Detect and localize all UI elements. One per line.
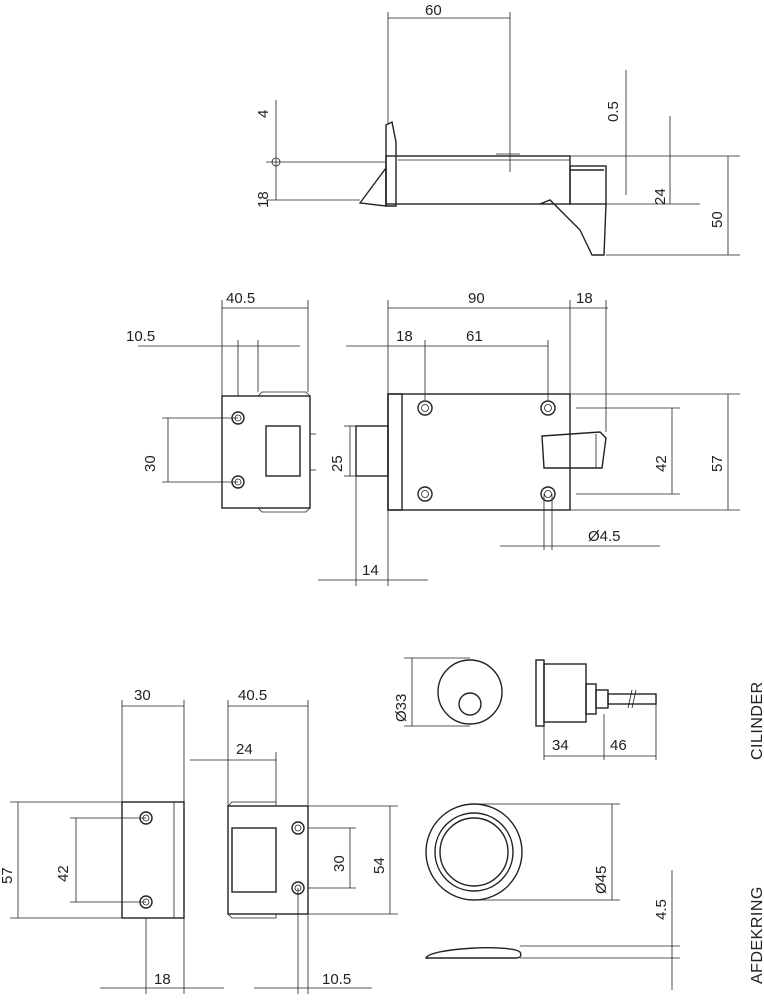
keeper-a-depth: 18 [154, 971, 171, 988]
rosette-label: AFDEKRING [749, 886, 764, 984]
front-dim-flange-depth: 14 [362, 562, 379, 579]
cylinder-body-length: 34 [552, 737, 569, 754]
front-dim-keeper-hole-spacing: 30 [142, 455, 159, 472]
keeper-a-height: 57 [0, 867, 16, 884]
front-dim-body-height: 57 [709, 455, 726, 472]
side-dim-upper-gap: 0.5 [605, 101, 622, 122]
keeper-a-hole-spacing: 42 [55, 865, 72, 882]
cylinder-tail-length: 46 [610, 737, 627, 754]
front-dim-hole-offset-left: 18 [396, 328, 413, 345]
front-dim-latch-projection: 18 [576, 290, 593, 307]
cylinder-label: CILINDER [749, 681, 764, 760]
rosette-thickness: 4.5 [653, 899, 670, 920]
cylinder-views: Ø33 34 46 [393, 657, 657, 760]
rosette-views: Ø45 4.5 [424, 803, 680, 990]
keeper-b-offset: 10.5 [322, 971, 351, 988]
front-view: 40.5 10.5 30 90 18 18 61 25 57 42 [126, 290, 740, 586]
front-dim-hole-diameter: Ø4.5 [588, 528, 621, 545]
front-dim-keeper-offset: 10.5 [126, 328, 155, 345]
cylinder-diameter: Ø33 [393, 694, 410, 722]
keeper-b-width: 40.5 [238, 687, 267, 704]
front-dim-body-width: 90 [468, 290, 485, 307]
side-view: 60 0.5 24 50 4 18 [255, 2, 740, 256]
rosette-diameter: Ø45 [593, 866, 610, 894]
side-dim-width: 60 [425, 2, 442, 19]
side-dim-plate-thickness: 4 [255, 110, 272, 118]
keeper-b-inner: 24 [236, 741, 253, 758]
side-dim-latch-height: 24 [652, 188, 669, 205]
front-dim-hole-spacing-vertical: 42 [653, 455, 670, 472]
keeper-b-hole-spacing: 30 [331, 855, 348, 872]
keeper-b-height: 54 [371, 857, 388, 874]
front-dim-keeper-width: 40.5 [226, 290, 255, 307]
front-dim-hole-spacing: 61 [466, 328, 483, 345]
keeper-views: 30 57 42 18 40.5 24 30 54 [0, 687, 398, 994]
front-dim-cylinder-width: 25 [329, 455, 346, 472]
side-dim-total-height: 50 [709, 211, 726, 228]
side-dim-plate-offset: 18 [255, 191, 272, 208]
keeper-a-width: 30 [134, 687, 151, 704]
